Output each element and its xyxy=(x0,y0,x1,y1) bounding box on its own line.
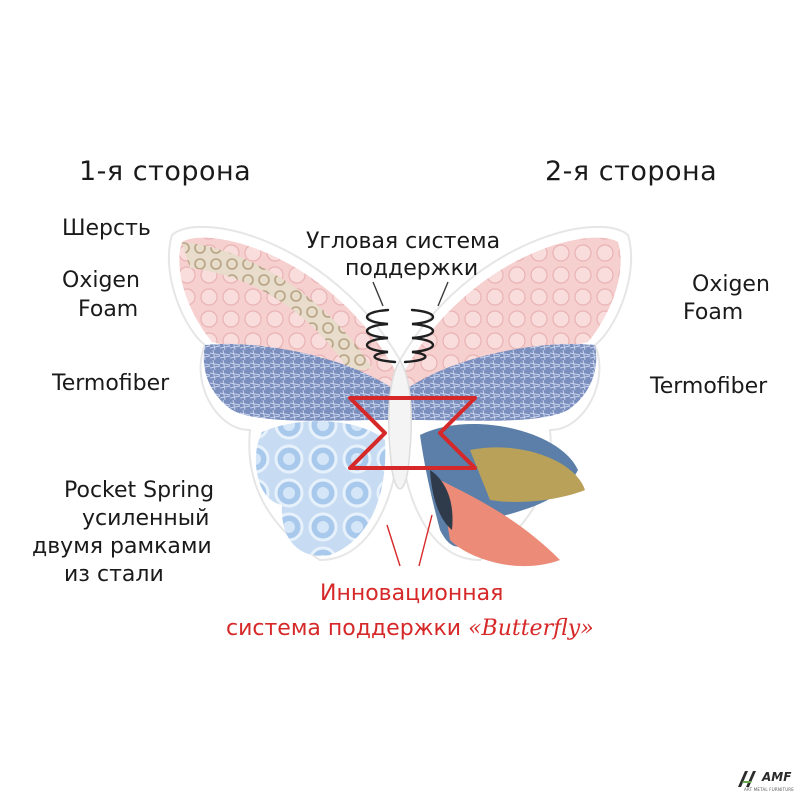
corner-support-springs xyxy=(366,308,434,364)
corner-support-label-line2: поддержки xyxy=(345,256,479,281)
right-upper-wing-foam xyxy=(405,237,621,390)
right-foam-label-line2: Foam xyxy=(683,300,744,325)
side-1-heading: 1-я сторона xyxy=(79,156,252,187)
left-foam-label-line1: Oxigen xyxy=(62,268,140,293)
pocket-spring-label-line2: усиленный xyxy=(82,506,210,531)
butterfly-brand-name: «Butterfly» xyxy=(468,616,594,641)
corner-support-pointers xyxy=(372,281,449,307)
right-termofiber-label: Termofiber xyxy=(650,374,768,399)
left-lower-wing-pocket-spring xyxy=(255,421,386,556)
amf-logo-subtitle: ART METAL FURNITURE xyxy=(744,787,794,792)
innovation-label-line1: Инновационная xyxy=(320,581,504,606)
pocket-spring-label-line3: двумя рамками xyxy=(32,534,212,559)
side-2-heading: 2-я сторона xyxy=(545,156,718,187)
amf-logo-mark: AMF xyxy=(762,770,792,784)
corner-support-label-line1: Угловая система xyxy=(306,229,501,254)
left-termofiber-label: Termofiber xyxy=(52,371,170,396)
left-foam-label-line2: Foam xyxy=(78,297,139,322)
wool-strip xyxy=(182,242,372,372)
amf-logo: AMF ART METAL FURNITURE xyxy=(736,768,794,794)
amf-logo-icon xyxy=(738,771,756,787)
right-foam-label-line1: Oxigen xyxy=(692,272,770,297)
innovation-label-line2: система поддержки «Butterfly» xyxy=(226,616,594,642)
right-termofiber-band xyxy=(405,343,597,421)
left-termofiber-band xyxy=(203,343,395,421)
pocket-spring-label-line4: из стали xyxy=(64,562,164,587)
innovation-pointers xyxy=(386,514,433,567)
butterfly-support-frame xyxy=(348,396,477,470)
innovation-label-prefix: система поддержки xyxy=(226,616,469,641)
wool-label: Шерсть xyxy=(62,216,151,241)
pocket-spring-label-line1: Pocket Spring xyxy=(64,478,215,503)
